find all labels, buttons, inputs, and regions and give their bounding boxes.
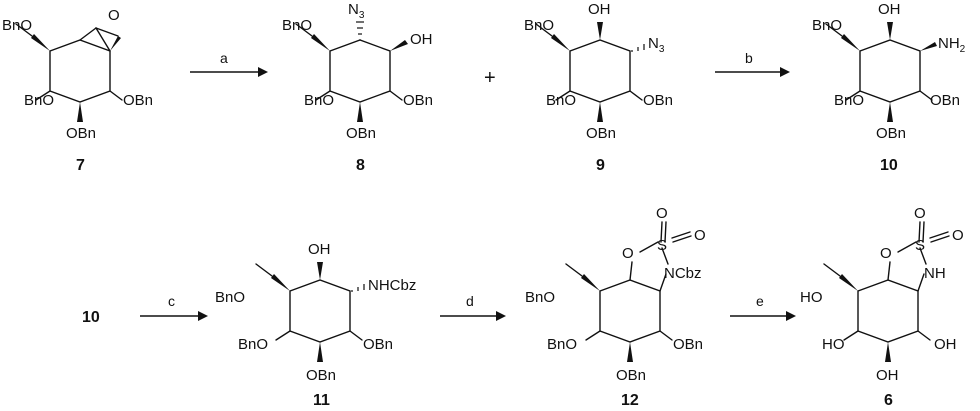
oh-label-6d: OH — [876, 367, 899, 384]
obn-label-9d: OBn — [586, 125, 616, 142]
reagent-e-label: e — [756, 293, 764, 309]
obn-label-12d: OBn — [616, 367, 646, 384]
compound-label-10-start: 10 — [82, 309, 100, 326]
obn-label-8c: OBn — [403, 92, 433, 109]
obn-label-11d: OBn — [306, 367, 336, 384]
oh-label-6c: OH — [934, 336, 957, 353]
compound-12: O S O O NCbz BnO BnO OBn OBn 12 — [525, 205, 706, 409]
sulfonyl-oxygen-right-12: O — [694, 227, 706, 244]
compound-9: OH N3 BnO BnO OBn OBn 9 — [524, 1, 673, 174]
reaction-arrow-e: e — [730, 293, 796, 321]
bno-label-8a: BnO — [282, 17, 312, 34]
sulfur-label-6: S — [915, 237, 925, 254]
obn-label-7d: OBn — [66, 125, 96, 142]
compound-label-6: 6 — [884, 392, 893, 409]
bno-label-10b: BnO — [834, 92, 864, 109]
bno-label-9a: BnO — [524, 17, 554, 34]
compound-8: N3 OH BnO BnO OBn OBn 8 — [282, 1, 433, 174]
sulfonyl-oxygen-top-12: O — [656, 205, 668, 222]
oh-label-11: OH — [308, 241, 331, 258]
bno-label-8b: BnO — [304, 92, 334, 109]
reaction-arrow-c: c — [140, 293, 208, 321]
ho-label-6b: HO — [822, 336, 845, 353]
compound-10: OH NH2 BnO BnO OBn OBn 10 — [812, 1, 966, 174]
sulfonyl-oxygen-top-6: O — [914, 205, 926, 222]
compound-11: OH NHCbz BnO BnO OBn OBn 11 — [215, 241, 416, 409]
bno-label-12a: BnO — [525, 289, 555, 306]
compound-7: O BnO BnO OBn OBn 7 — [2, 7, 153, 174]
compound-label-7: 7 — [76, 157, 85, 174]
compound-6: O S O O NH HO HO OH OH 6 — [800, 205, 964, 409]
reagent-d-label: d — [466, 293, 474, 309]
obn-label-10c: OBn — [930, 92, 960, 109]
reagent-c-label: c — [168, 293, 175, 309]
oh-label-9: OH — [588, 1, 611, 18]
amine-label-10: NH2 — [938, 35, 966, 55]
nhcbz-label-11: NHCbz — [368, 277, 416, 294]
obn-label-9c: OBn — [643, 92, 673, 109]
obn-label-12c: OBn — [673, 336, 703, 353]
compound-label-11: 11 — [313, 392, 330, 409]
compound-label-10: 10 — [880, 157, 898, 174]
bno-label-7a: BnO — [2, 17, 32, 34]
reagent-a-label: a — [220, 50, 228, 66]
bno-label-7b: BnO — [24, 92, 54, 109]
ring-oxygen-label-12: O — [622, 245, 634, 262]
azide-label-8: N3 — [348, 1, 365, 21]
ring-oxygen-label-6: O — [880, 245, 892, 262]
obn-label-11c: OBn — [363, 336, 393, 353]
sulfonyl-oxygen-right-6: O — [952, 227, 964, 244]
epoxide-oxygen-label: O — [108, 7, 120, 24]
obn-label-7c: OBn — [123, 92, 153, 109]
nh-label-6: NH — [924, 265, 946, 282]
sulfur-label-12: S — [657, 237, 667, 254]
ho-label-6a: HO — [800, 289, 823, 306]
bno-label-12b: BnO — [547, 336, 577, 353]
ncbz-label-12: NCbz — [664, 265, 702, 282]
azide-label-9: N3 — [648, 35, 665, 55]
bno-label-10a: BnO — [812, 17, 842, 34]
obn-label-10d: OBn — [876, 125, 906, 142]
compound-label-9: 9 — [596, 157, 605, 174]
plus-sign: + — [484, 67, 496, 89]
bno-label-11b: BnO — [238, 336, 268, 353]
oh-label-8: OH — [410, 31, 433, 48]
reaction-arrow-a: a — [190, 50, 268, 77]
reagent-b-label: b — [745, 50, 753, 66]
reaction-arrow-b: b — [715, 50, 790, 77]
compound-label-8: 8 — [356, 157, 365, 174]
obn-label-8d: OBn — [346, 125, 376, 142]
reaction-arrow-d: d — [440, 293, 506, 321]
bno-label-9b: BnO — [546, 92, 576, 109]
bno-label-11a: BnO — [215, 289, 245, 306]
oh-label-10: OH — [878, 1, 901, 18]
compound-label-12: 12 — [621, 392, 639, 409]
